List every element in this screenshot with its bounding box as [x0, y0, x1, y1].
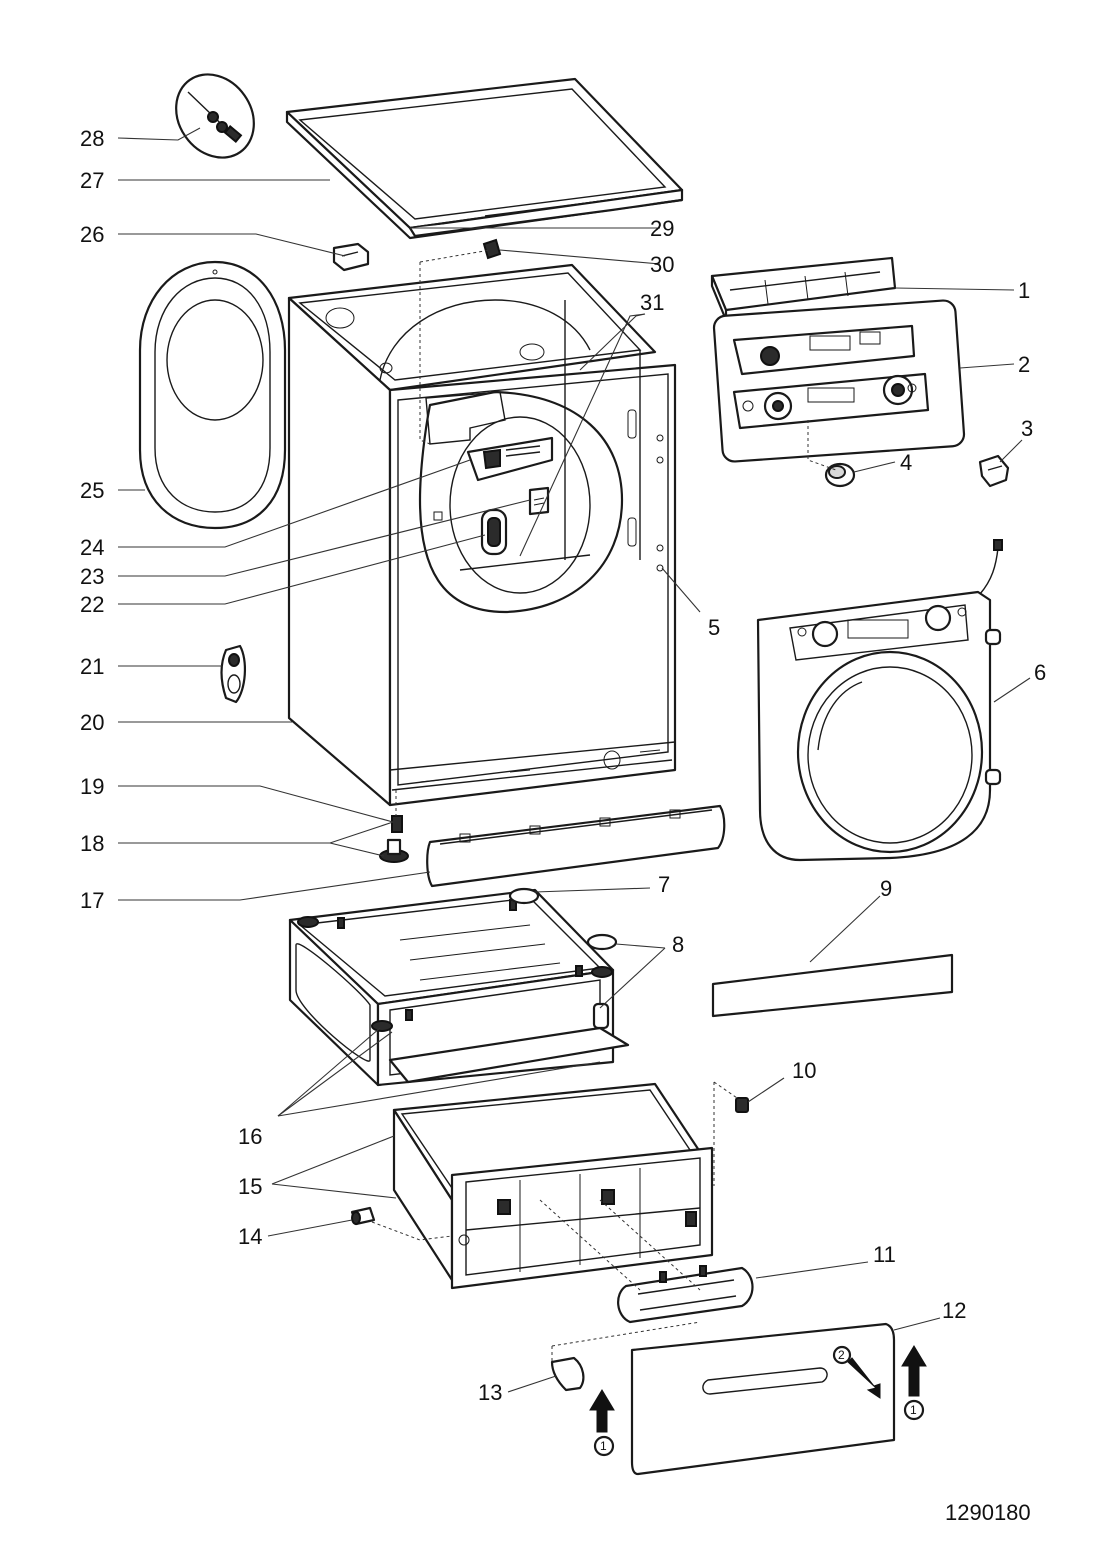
label-15: 15	[238, 1174, 262, 1199]
label-30: 30	[650, 252, 674, 277]
label-24: 24	[80, 535, 104, 560]
label-26: 26	[80, 222, 104, 247]
label-23: 23	[80, 564, 104, 589]
part-22-lifter	[480, 508, 508, 556]
arrow-up-right: 1	[901, 1345, 927, 1421]
label-25: 25	[80, 478, 104, 503]
label-6: 6	[1034, 660, 1046, 685]
part-3-clip	[978, 454, 1010, 488]
label-10: 10	[792, 1058, 816, 1083]
part-26-clip	[332, 242, 370, 272]
label-29: 29	[650, 216, 674, 241]
label-12: 12	[942, 1298, 966, 1323]
part-27-top-lid	[285, 77, 684, 240]
marker-1a: 1	[600, 1439, 607, 1453]
part-6-front-panel	[756, 539, 1003, 862]
label-4: 4	[900, 450, 912, 475]
label-21: 21	[80, 654, 104, 679]
label-2: 2	[1018, 352, 1030, 377]
part-23-switch	[528, 486, 550, 516]
label-27: 27	[80, 168, 104, 193]
diagram-id: 1290180	[945, 1500, 1031, 1525]
label-5: 5	[708, 615, 720, 640]
part-21-plug	[220, 644, 246, 704]
part-12-drawer-front: 2	[630, 1322, 896, 1476]
marker-2: 2	[838, 1348, 845, 1362]
label-20: 20	[80, 710, 104, 735]
part-30-bracket	[482, 238, 502, 260]
part-24-door-lock	[466, 436, 554, 482]
part-2-control-panel	[712, 299, 966, 463]
part-20-cabinet	[287, 263, 677, 807]
part-19-spring	[391, 815, 403, 833]
label-14: 14	[238, 1224, 262, 1249]
label-1: 1	[1018, 278, 1030, 303]
marker-1b: 1	[910, 1403, 917, 1417]
part-15-drawer	[392, 1082, 714, 1290]
label-19: 19	[80, 774, 104, 799]
part-9-strip	[711, 953, 954, 1018]
part-17-plinth	[426, 804, 726, 888]
part-4-knob	[824, 462, 856, 488]
part-16-pedestal-frame	[288, 888, 630, 1087]
label-17: 17	[80, 888, 104, 913]
label-18: 18	[80, 831, 104, 856]
label-3: 3	[1021, 416, 1033, 441]
label-22: 22	[80, 592, 104, 617]
label-13: 13	[478, 1380, 502, 1405]
label-8: 8	[672, 932, 684, 957]
part-14-pin	[350, 1206, 376, 1226]
part-11-handle-catch	[617, 1265, 754, 1324]
part-25-door-gasket	[138, 260, 287, 530]
part-7-foot-pad	[508, 887, 540, 905]
part-28-screw-kit	[175, 73, 255, 159]
label-28: 28	[80, 126, 104, 151]
part-18-adjustable-foot	[379, 838, 409, 863]
leader-lines	[117, 127, 1031, 1393]
arrow-up-left: 1	[589, 1389, 615, 1457]
label-9: 9	[880, 876, 892, 901]
part-8-foot-pad	[586, 933, 618, 1030]
callout-labels: 1 2 3 4 5 6 7 8 9 10 11 12 13 14 15 16 1…	[80, 126, 1046, 1525]
label-11: 11	[873, 1242, 896, 1267]
label-7: 7	[658, 872, 670, 897]
assembly-dashed-lines	[371, 249, 837, 1362]
label-16: 16	[238, 1124, 262, 1149]
part-10-clip	[735, 1097, 749, 1113]
part-13-clip	[550, 1356, 585, 1392]
label-31: 31	[640, 290, 664, 315]
